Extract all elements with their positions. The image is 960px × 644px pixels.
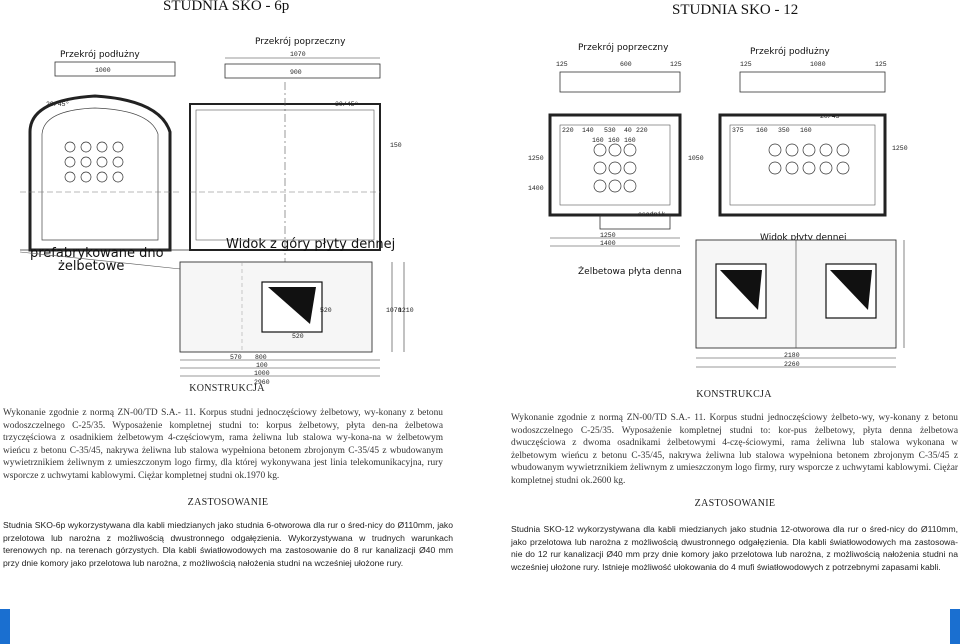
right-dim-hole-5: 220 bbox=[636, 127, 648, 134]
right-dim-top-6: 125 bbox=[875, 61, 887, 68]
right-dim-top-2: 600 bbox=[620, 61, 632, 68]
right-construction-heading: KONSTRUKCJA bbox=[696, 389, 772, 400]
right-dim-side-3: 1050 bbox=[688, 155, 704, 162]
right-section-long-label: Przekrój podłużny bbox=[750, 46, 830, 57]
right-dim-top-5: 1080 bbox=[810, 61, 826, 68]
right-dim-hole-4: 40 bbox=[624, 127, 632, 134]
right-dim-hole-10: 160 bbox=[756, 127, 768, 134]
right-dim-angle: 20/45° bbox=[820, 112, 843, 120]
left-dim-side-2: 1210 bbox=[398, 307, 414, 314]
left-top-view-label: Widok z góry płyty dennej bbox=[226, 237, 395, 252]
right-construction-text: Wykonanie zgodnie z normą ZN-00/TD S.A.-… bbox=[511, 413, 958, 486]
right-dim-bottom-3: 2180 bbox=[784, 352, 800, 359]
right-dim-side-4: 1250 bbox=[892, 145, 908, 152]
left-accent-marker bbox=[0, 609, 10, 644]
right-dim-hole-1: 220 bbox=[562, 127, 574, 134]
left-dim-frame-2: 30/45° bbox=[335, 100, 358, 108]
right-dim-hole-3: 530 bbox=[604, 127, 616, 134]
left-section-long-label: Przekrój podłużny bbox=[60, 49, 140, 60]
right-dim-hole-6: 160 bbox=[592, 137, 604, 144]
left-dim-top-4: 150 bbox=[390, 142, 402, 149]
right-dim-hole-11: 350 bbox=[778, 127, 790, 134]
right-dim-bottom-1: 1250 bbox=[600, 232, 616, 239]
right-technical-drawing: Przekrój poprzeczny Przekrój podłużny 12… bbox=[528, 42, 908, 368]
right-dim-hole-8: 160 bbox=[624, 137, 636, 144]
right-dim-top-3: 125 bbox=[670, 61, 682, 68]
left-note-line1: prefabrykowane dno bbox=[30, 246, 164, 261]
right-title: STUDNIA SKO - 12 bbox=[672, 2, 799, 18]
left-section-cross-label: Przekrój poprzeczny bbox=[255, 36, 346, 47]
right-section-cross-label: Przekrój poprzeczny bbox=[578, 42, 669, 53]
left-dim-bottom-5: 2960 bbox=[254, 379, 270, 386]
left-construction-text: Wykonanie zgodnie z normą ZN-00/TD S.A.-… bbox=[3, 408, 443, 481]
left-dim-bottom-4: 1000 bbox=[254, 370, 270, 377]
left-usage-heading: ZASTOSOWANIE bbox=[187, 497, 269, 508]
right-dim-hole-2: 140 bbox=[582, 127, 594, 134]
left-dim-bottom-3: 100 bbox=[256, 362, 268, 369]
left-construction-heading: KONSTRUKCJA bbox=[189, 383, 265, 394]
right-dim-bottom-4: 2260 bbox=[784, 361, 800, 368]
left-dim-hatch-1: 520 bbox=[292, 333, 304, 340]
left-note-line2: żelbetowe bbox=[58, 259, 124, 274]
left-dim-bottom-1: 570 bbox=[230, 354, 242, 361]
left-usage-text: Studnia SKO-6p wykorzystywana dla kabli … bbox=[3, 520, 453, 568]
left-bottom-dimensions: 570 800 100 1000 2960 bbox=[180, 354, 380, 386]
right-dim-side-2: 1400 bbox=[528, 185, 544, 192]
right-usage-text: Studnia SKO-12 wykorzystywana dla kabli … bbox=[511, 524, 958, 572]
right-dim-hole-7: 160 bbox=[608, 137, 620, 144]
right-dim-hole-9: 375 bbox=[732, 127, 744, 134]
right-dim-bottom-2: 1400 bbox=[600, 240, 616, 247]
right-dim-top-1: 125 bbox=[556, 61, 568, 68]
left-dim-top-1: 1000 bbox=[95, 67, 111, 74]
left-dim-side-1: 1070 bbox=[386, 307, 402, 314]
right-dim-top-4: 125 bbox=[740, 61, 752, 68]
right-dim-side-1: 1250 bbox=[528, 155, 544, 162]
right-dim-hole-12: 160 bbox=[800, 127, 812, 134]
left-title: STUDNIA SKO - 6p bbox=[163, 0, 290, 14]
right-sump-label: osadnik bbox=[638, 211, 665, 218]
right-top-view-label: Widok płyty dennej bbox=[760, 233, 847, 243]
left-dim-top-3: 900 bbox=[290, 69, 302, 76]
right-accent-marker bbox=[950, 609, 960, 644]
right-bottom-plate-label: Żelbetowa płyta denna bbox=[578, 266, 682, 277]
left-dim-top-2: 1070 bbox=[290, 51, 306, 58]
left-dim-hatch-2: 520 bbox=[320, 307, 332, 314]
left-dim-bottom-2: 800 bbox=[255, 354, 267, 361]
left-dim-frame-1: 29/45° bbox=[46, 100, 69, 108]
left-technical-drawing: Przekrój podłużny 1000 29/45° Przekrój p… bbox=[19, 36, 414, 353]
right-usage-heading: ZASTOSOWANIE bbox=[694, 498, 776, 509]
